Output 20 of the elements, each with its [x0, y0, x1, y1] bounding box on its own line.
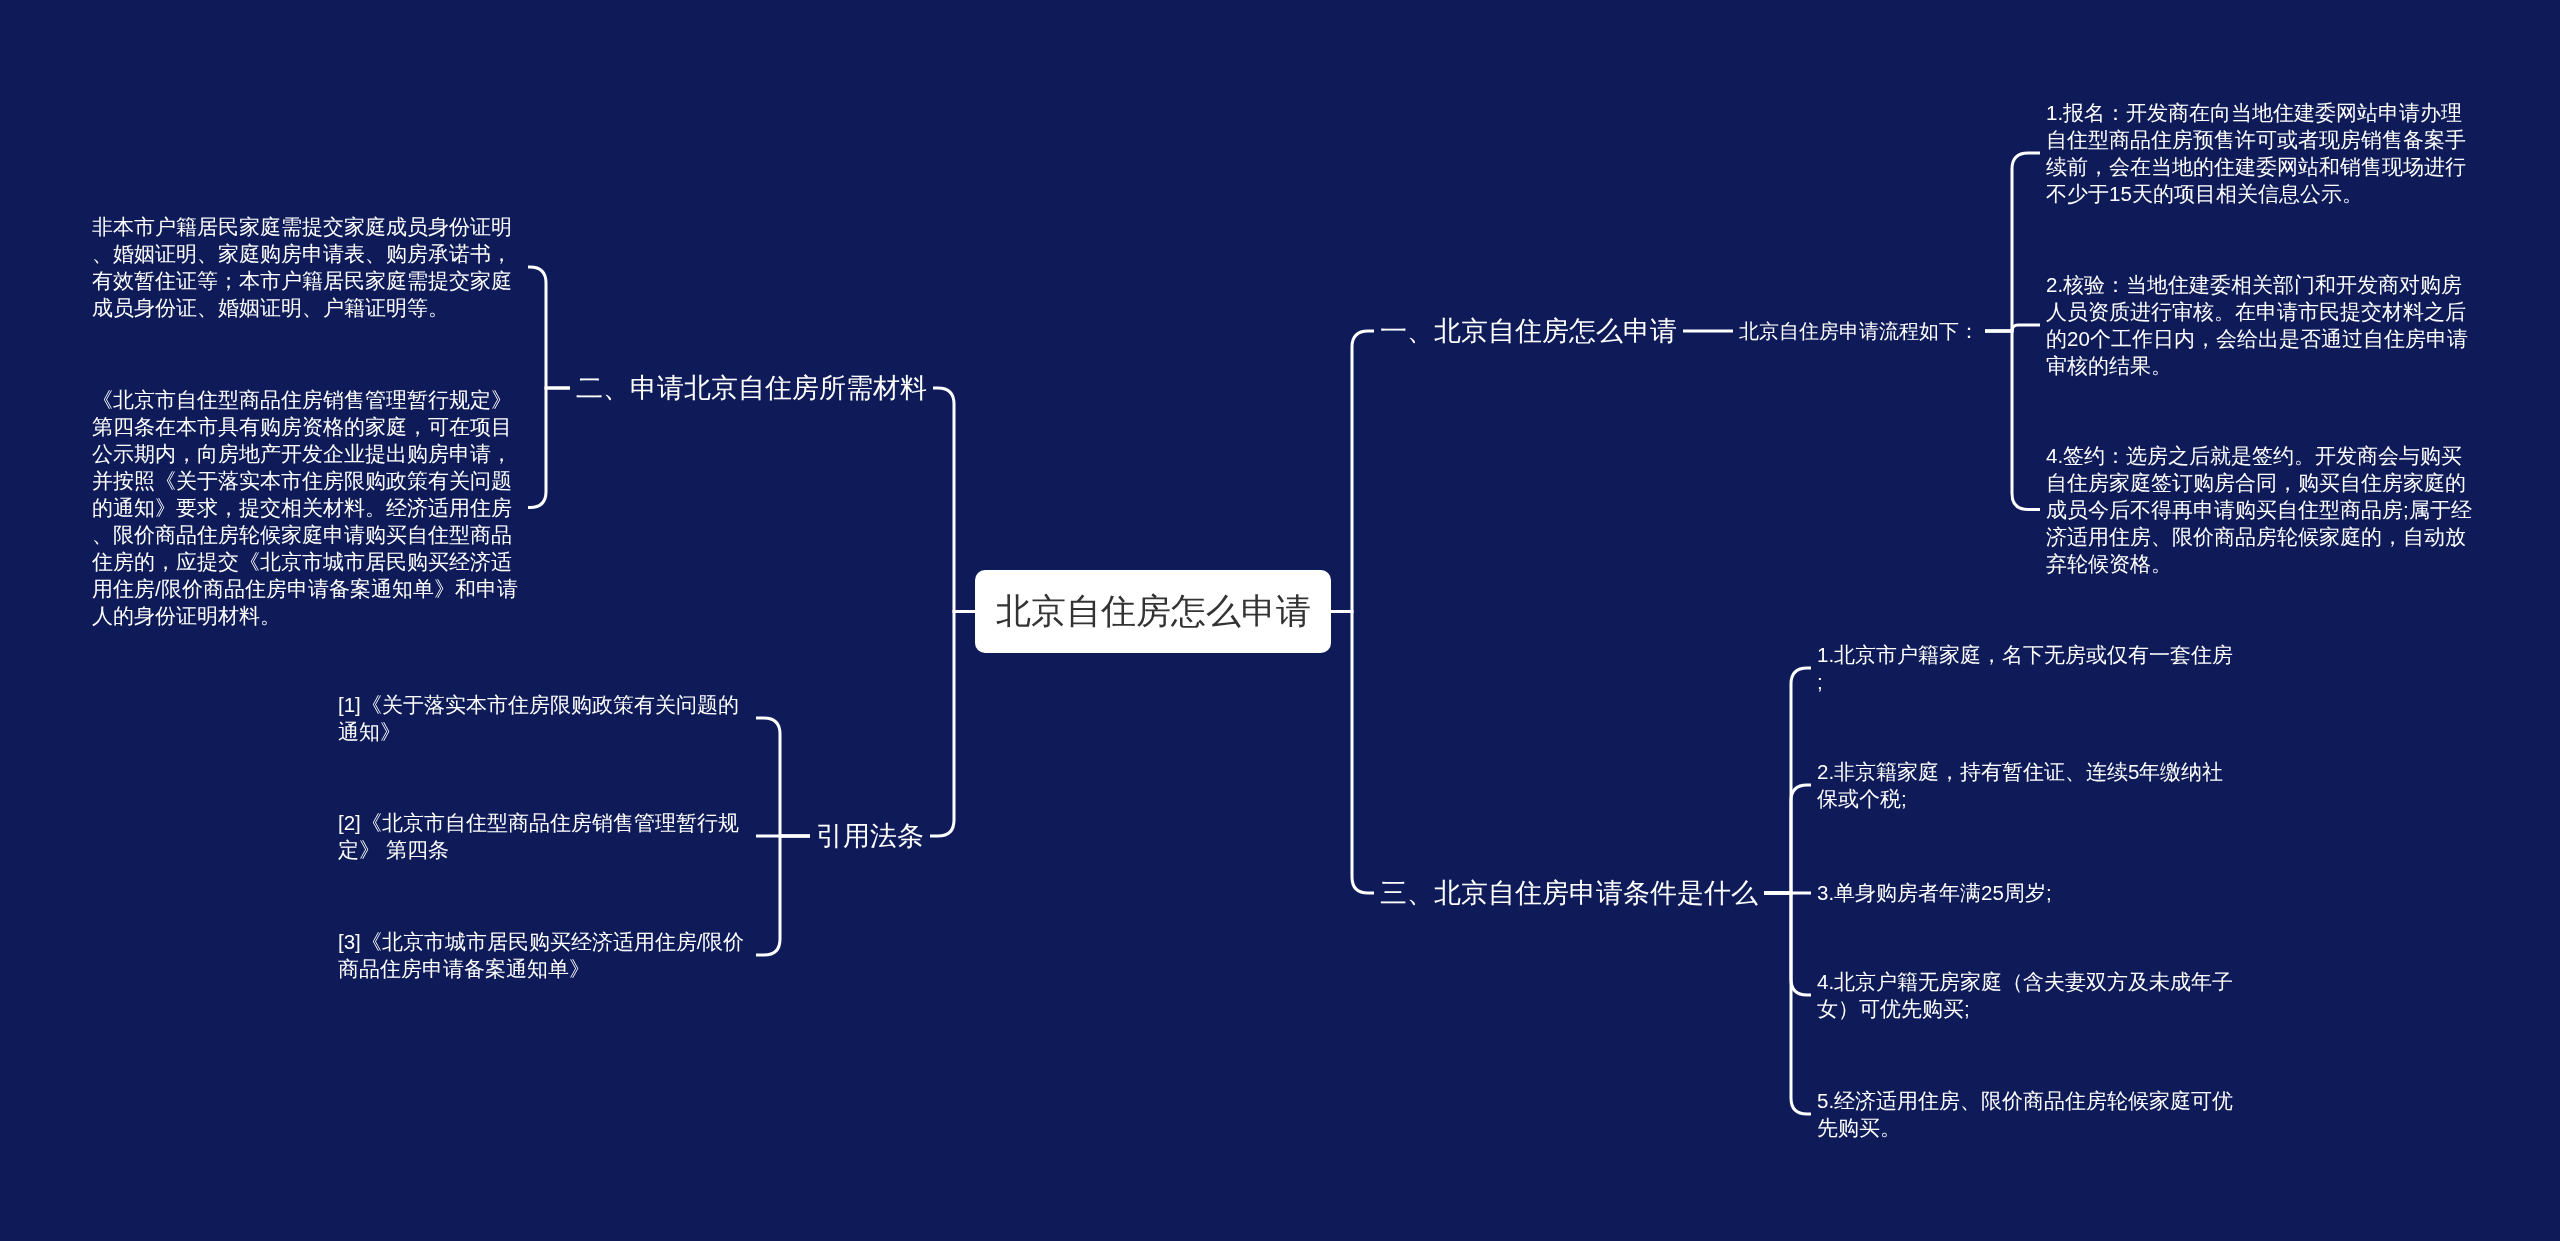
note-text: 4.签约：选房之后就是签约。开发商会与购买自住房家庭签订购房合同，购买自住房家庭的成员今后不得再申请购买自住型商品房;属于经济适用住房、限价商品房轮候家庭的，自动放弃轮候资格。 — [2040, 440, 2482, 579]
note-text: 4.北京户籍无房家庭（含夫妻双方及未成年子女）可优先购买; — [1811, 966, 2240, 1024]
note-text: [1]《关于落实本市住房限购政策有关问题的通知》 — [332, 689, 756, 747]
subtopic-label: 北京自住房申请流程如下： — [1733, 316, 1985, 346]
note-text: 非本市户籍居民家庭需提交家庭成员身份证明、婚姻证明、家庭购房申请表、购房承诺书，有效暂住证等；本市户籍居民家庭需提交家庭成员身份证、婚姻证明、户籍证明等。 — [86, 211, 528, 323]
branch-label: 二、申请北京自住房所需材料 — [570, 369, 933, 407]
note-text: 2.核验：当地住建委相关部门和开发商对购房人员资质进行审核。在申请市民提交材料之后的20个工作日内，会给出是否通过自住房申请审核的结果。 — [2040, 269, 2482, 381]
branch-label: 引用法条 — [810, 817, 930, 855]
branch-label: 一、北京自住房怎么申请 — [1374, 312, 1683, 350]
note-text: 1.报名：开发商在向当地住建委网站申请办理自住型商品住房预售许可或者现房销售备案手续前，会在当地的住建委网站和销售现场进行不少于15天的项目相关信息公示。 — [2040, 97, 2482, 209]
note-text: 2.非京籍家庭，持有暂住证、连续5年缴纳社保或个税; — [1811, 756, 2240, 814]
topic-box: 北京自住房怎么申请 — [975, 570, 1331, 653]
note-text: [3]《北京市城市居民购买经济适用住房/限价商品住房申请备案通知单》 — [332, 926, 756, 984]
note-text: 1.北京市户籍家庭，名下无房或仅有一套住房; — [1811, 639, 2240, 697]
connector — [1683, 329, 1733, 333]
note-text: 3.单身购房者年满25周岁; — [1811, 877, 2240, 908]
note-text: [2]《北京市自住型商品住房销售管理暂行规定》 第四条 — [332, 807, 756, 865]
branch-label: 三、北京自住房申请条件是什么 — [1374, 874, 1764, 912]
note-text: 《北京市自住型商品住房销售管理暂行规定》第四条在本市具有购房资格的家庭，可在项目公示期内，向房地产开发企业提出购房申请，并按照《关于落实本市住房限购政策有关问题的通知》要求，提交相关材料。经济适用住房、限价商品住房轮候家庭申请购买自住型商品住房的，应提交《北京市城市居民购买经济适用住房/限价商品住房申请备案通知单》和申请人的身份证明材料。 — [86, 384, 528, 631]
note-text: 5.经济适用住房、限价商品住房轮候家庭可优先购买。 — [1811, 1085, 2240, 1143]
